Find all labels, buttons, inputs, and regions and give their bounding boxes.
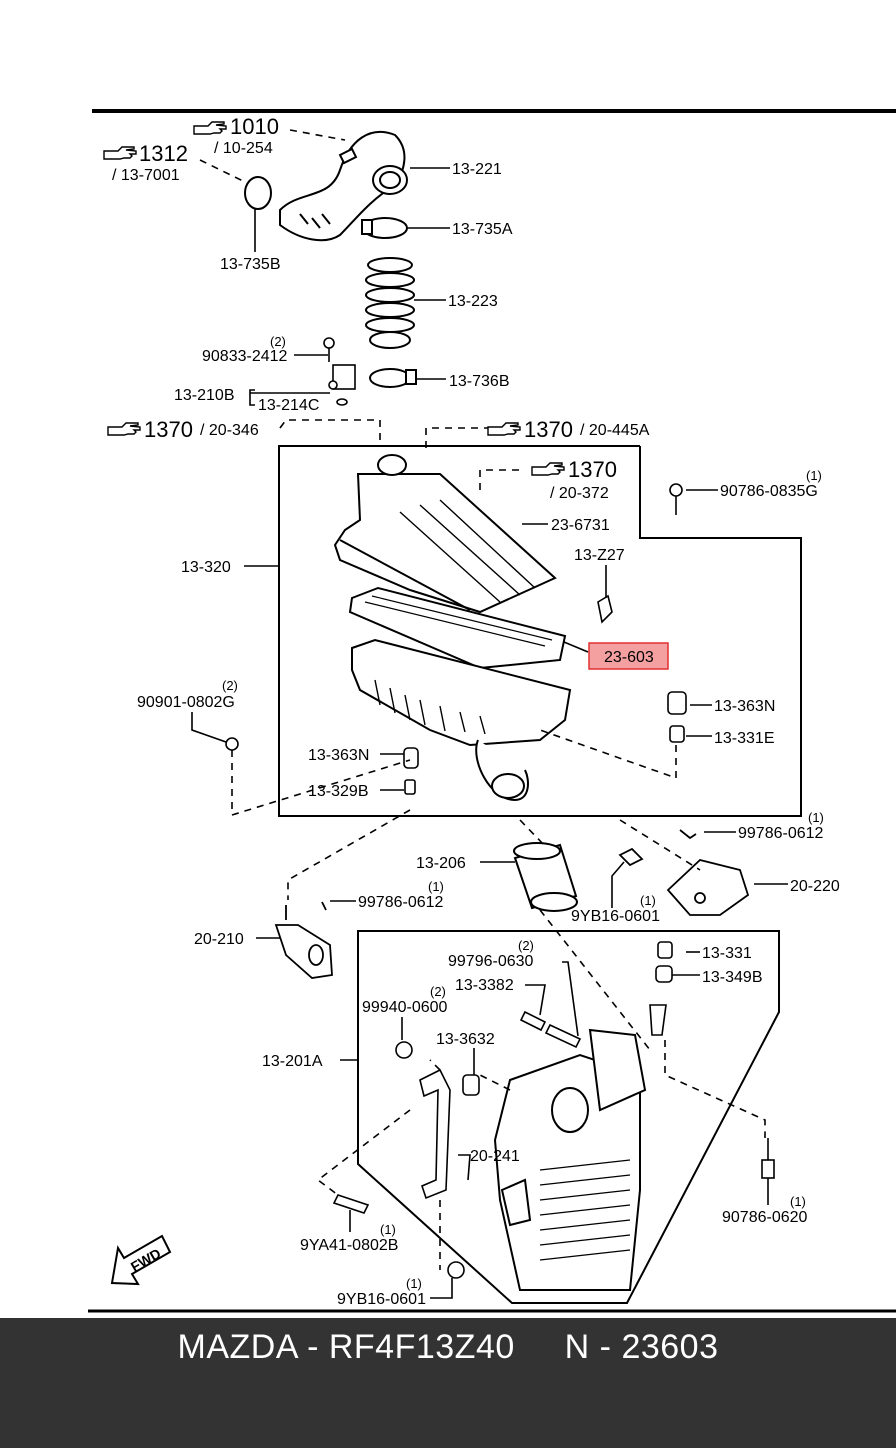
pointing-hand-icon	[531, 462, 565, 476]
small-parts-right-drawing	[225, 483, 687, 795]
ref-1370-b-sub: / 20-445A	[580, 422, 650, 439]
resonator-drawing	[493, 1028, 647, 1291]
ref-1370-c-sub: / 20-372	[550, 485, 609, 502]
part-9ya41-0802b[interactable]: 9YA41-0802B	[300, 1237, 398, 1254]
qty-90901: (2)	[222, 678, 238, 693]
pointing-hand-icon	[487, 422, 521, 436]
forward-arrow-icon: FWD	[110, 1234, 172, 1286]
bracket-20-220-drawing	[618, 829, 750, 916]
pointing-hand-icon	[103, 146, 137, 160]
pointing-hand-icon	[107, 422, 141, 436]
ref-1312-sub: / 13-7001	[112, 167, 180, 184]
part-90786-0620[interactable]: 90786-0620	[722, 1209, 808, 1226]
pointing-hand-icon	[193, 121, 227, 135]
part-9yb16-0601-bottom[interactable]: 9YB16-0601	[337, 1291, 426, 1308]
part-13-221[interactable]: 13-221	[452, 161, 502, 178]
qty-9ya41: (1)	[380, 1222, 396, 1237]
footer-separator: -	[307, 1328, 319, 1366]
part-23-6731[interactable]: 23-6731	[551, 517, 610, 534]
footer-title: MAZDA - RF4F13Z40 N - 23603	[0, 1328, 896, 1367]
intake-duct-drawing	[244, 130, 408, 242]
part-90901-0802g[interactable]: 90901-0802G	[137, 694, 235, 711]
ref-1010[interactable]: 1010	[230, 114, 279, 139]
part-99796-0630[interactable]: 99796-0630	[448, 953, 534, 970]
part-13-363n-left[interactable]: 13-363N	[308, 747, 369, 764]
part-13-736b[interactable]: 13-736B	[449, 373, 510, 390]
part-13-735a[interactable]: 13-735A	[452, 221, 513, 238]
clamp-13-736b-drawing	[369, 368, 417, 388]
footer-brand: MAZDA	[177, 1328, 298, 1366]
ref-1010-sub: / 10-254	[214, 140, 273, 157]
part-99786-0612-right[interactable]: 99786-0612	[738, 825, 824, 842]
part-13-363n-right[interactable]: 13-363N	[714, 698, 775, 715]
qty-9yb16-bottom: (1)	[406, 1276, 422, 1291]
part-23-603[interactable]: 23-603	[604, 649, 654, 666]
part-9yb16-0601-right[interactable]: 9YB16-0601	[571, 908, 660, 925]
bellows-hose-drawing	[365, 257, 415, 349]
qty-99940: (2)	[430, 984, 446, 999]
part-13-320[interactable]: 13-320	[181, 559, 231, 576]
part-13-735b[interactable]: 13-735B	[220, 256, 281, 273]
part-13-206[interactable]: 13-206	[416, 855, 466, 872]
ref-1370-a[interactable]: 1370	[144, 417, 193, 442]
resonator-group-outline	[357, 930, 780, 1304]
footer-ref-label: N - 23603	[564, 1328, 719, 1366]
qty-99786-0612-left: (1)	[428, 879, 444, 894]
ref-1370-c[interactable]: 1370	[568, 457, 617, 482]
ref-1312[interactable]: 1312	[139, 141, 188, 166]
part-13-214c[interactable]: 13-214C	[258, 397, 319, 414]
part-99940-0600[interactable]: 99940-0600	[362, 999, 448, 1016]
part-20-220[interactable]: 20-220	[790, 878, 840, 895]
part-13-331[interactable]: 13-331	[702, 945, 752, 962]
air-cleaner-group-outline	[278, 445, 802, 817]
air-cleaner-cover-drawing	[333, 454, 557, 614]
part-90786-0835g[interactable]: 90786-0835G	[720, 483, 818, 500]
qty-99796: (2)	[518, 938, 534, 953]
qty-90786-0620: (1)	[790, 1194, 806, 1209]
sensor-bracket-drawing	[323, 337, 356, 406]
bracket-20-210-drawing	[274, 901, 333, 979]
ref-1370-b[interactable]: 1370	[524, 417, 573, 442]
qty-90786-0835g: (1)	[806, 468, 822, 483]
part-13-223[interactable]: 13-223	[448, 293, 498, 310]
part-13-3382[interactable]: 13-3382	[455, 977, 514, 994]
air-filter-element-drawing	[348, 586, 567, 670]
part-13-329b[interactable]: 13-329B	[308, 783, 369, 800]
qty-90833: (2)	[270, 334, 286, 349]
footer-bar: MAZDA - RF4F13Z40 N - 23603	[0, 1318, 896, 1448]
part-13-z27[interactable]: 13-Z27	[574, 547, 625, 564]
ref-1370-a-sub: / 20-346	[200, 422, 259, 439]
part-20-241[interactable]: 20-241	[470, 1148, 520, 1165]
intake-sleeve-drawing	[513, 842, 578, 912]
part-13-331e[interactable]: 13-331E	[714, 730, 775, 747]
part-99786-0612-left[interactable]: 99786-0612	[358, 894, 444, 911]
dashed-reference-lines	[199, 129, 766, 1270]
qty-99786-0612-right: (1)	[808, 810, 824, 825]
footer-part-number: RF4F13Z40	[328, 1328, 515, 1366]
part-13-210b[interactable]: 13-210B	[174, 387, 235, 404]
parts-diagram: FWD	[88, 109, 896, 1313]
small-parts-lower-drawing	[332, 941, 775, 1279]
part-20-210[interactable]: 20-210	[194, 931, 244, 948]
part-90833-2412[interactable]: 90833-2412	[202, 348, 288, 365]
highlighted-part-box	[588, 642, 669, 670]
part-13-3632[interactable]: 13-3632	[436, 1031, 495, 1048]
qty-9yb16-right: (1)	[640, 893, 656, 908]
air-cleaner-case-drawing	[351, 638, 572, 802]
part-13-349b[interactable]: 13-349B	[702, 969, 763, 986]
leader-lines	[191, 167, 788, 1299]
part-13-201a[interactable]: 13-201A	[262, 1053, 323, 1070]
